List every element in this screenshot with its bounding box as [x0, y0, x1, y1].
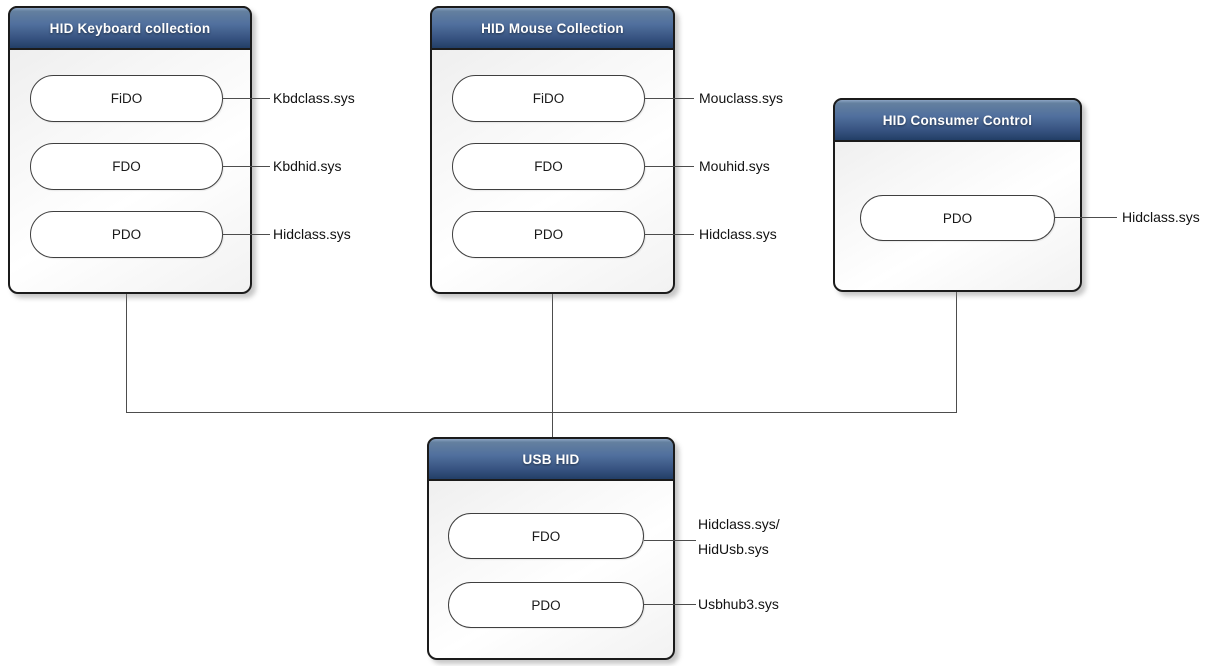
pill-mouse-fido: FiDO	[452, 75, 645, 122]
pill-label: PDO	[531, 597, 561, 613]
node-hid-keyboard-collection: HID Keyboard collection FiDO FDO PDO	[8, 6, 252, 294]
driver-label-usbhub3: Usbhub3.sys	[698, 596, 779, 612]
callout-line-mouclass	[644, 98, 694, 99]
driver-label-line2: HidUsb.sys	[698, 541, 769, 557]
callout-line-hidclass-mouse	[644, 234, 694, 235]
callout-line-kbdhid	[222, 166, 270, 167]
driver-label-mouclass: Mouclass.sys	[699, 90, 784, 106]
pill-label: PDO	[111, 227, 142, 242]
pill-label: FiDO	[110, 91, 143, 106]
pill-usbhid-pdo: PDO	[448, 582, 644, 628]
pill-label: FiDO	[532, 91, 565, 106]
driver-label-hidclass-consumer: Hidclass.sys	[1122, 209, 1200, 225]
node-title-hid-consumer-control: HID Consumer Control	[833, 98, 1082, 142]
node-hid-consumer-control: HID Consumer Control PDO	[833, 98, 1082, 292]
driver-label-mouhid: Mouhid.sys	[699, 158, 770, 174]
node-title-hid-keyboard-collection: HID Keyboard collection	[8, 6, 252, 50]
node-usb-hid: USB HID FDO PDO	[427, 437, 675, 660]
pill-label: FDO	[531, 528, 561, 544]
callout-line-kbdclass	[222, 98, 270, 99]
connector-keyboard-to-bus	[126, 293, 127, 412]
pill-label: PDO	[942, 210, 973, 226]
pill-label: PDO	[533, 227, 564, 242]
pill-keyboard-fido: FiDO	[30, 75, 223, 122]
pill-label: FDO	[534, 159, 563, 174]
pill-label: FDO	[112, 159, 141, 174]
driver-label-line1: Hidclass.sys/	[698, 516, 780, 532]
callout-line-hidclass-keyboard	[222, 234, 270, 235]
pill-mouse-fdo: FDO	[452, 143, 645, 190]
pill-usbhid-fdo: FDO	[448, 513, 644, 559]
connector-mouse-to-usbhid	[552, 293, 553, 438]
pill-keyboard-fdo: FDO	[30, 143, 223, 190]
driver-label-hidclass-keyboard: Hidclass.sys	[273, 226, 351, 242]
node-title-hid-mouse-collection: HID Mouse Collection	[430, 6, 675, 50]
callout-line-usbhub3	[644, 604, 696, 605]
pill-consumer-pdo: PDO	[860, 195, 1055, 241]
driver-label-kbdhid: Kbdhid.sys	[273, 158, 342, 174]
pill-mouse-pdo: PDO	[452, 211, 645, 258]
connector-consumer-to-bus	[956, 291, 957, 412]
callout-line-mouhid	[644, 166, 694, 167]
pill-keyboard-pdo: PDO	[30, 211, 223, 258]
driver-label-hidclass-mouse: Hidclass.sys	[699, 226, 777, 242]
driver-label-hidclass-hidusb: Hidclass.sys/ HidUsb.sys	[698, 512, 780, 562]
driver-label-kbdclass: Kbdclass.sys	[273, 90, 355, 106]
node-hid-mouse-collection: HID Mouse Collection FiDO FDO PDO	[430, 6, 675, 294]
connector-bus-horizontal	[126, 412, 957, 413]
node-title-usb-hid: USB HID	[427, 437, 675, 481]
callout-line-hidclass-consumer	[1055, 217, 1117, 218]
callout-line-hidclass-hidusb	[644, 540, 696, 541]
